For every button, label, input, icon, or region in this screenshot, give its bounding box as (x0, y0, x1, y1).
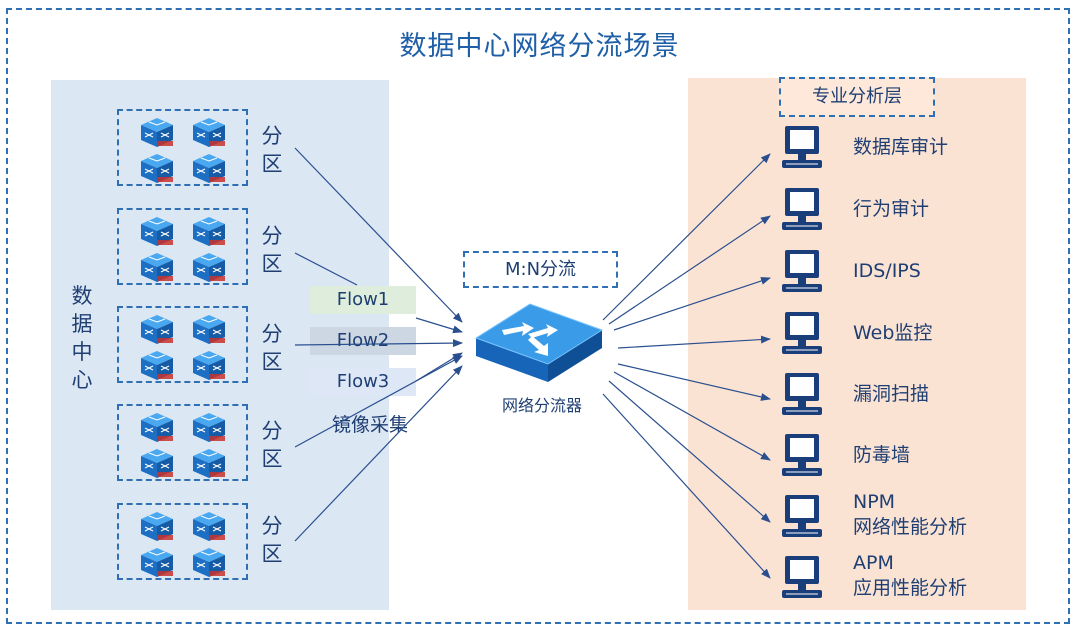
partition-char: 区 (261, 447, 283, 471)
computer-icon (779, 554, 825, 600)
analysis-tool-subname: 应用性能分析 (853, 577, 968, 599)
analysis-layer-label: 专业分析层 (779, 77, 935, 117)
partition-label: 分区 (259, 222, 285, 278)
splitter-label: 网络分流器 (501, 396, 582, 415)
analysis-tool-name: 数据库审计 (853, 136, 949, 158)
switch-cube-icon (191, 411, 227, 443)
analysis-tool-name: 行为审计 (853, 198, 930, 220)
switch-cluster (117, 404, 248, 481)
inbound-arrow (294, 339, 463, 348)
computer-icon (779, 124, 825, 170)
partition-char: 分 (261, 124, 283, 148)
analysis-tool-name: IDS/IPS (853, 260, 921, 282)
data-center-char: 心 (71, 368, 93, 392)
switch-cube-icon (139, 510, 175, 542)
analysis-tool-label: 行为审计 (853, 197, 929, 222)
switch-cluster (117, 109, 248, 186)
partition-char: 区 (261, 542, 283, 566)
analysis-tool-name: Web监控 (853, 322, 933, 344)
switch-cube-icon (191, 349, 227, 381)
inbound-arrow (294, 365, 463, 542)
computer-icon (779, 310, 825, 356)
analysis-layer-panel (688, 78, 1026, 610)
computer-icon (779, 186, 825, 232)
analysis-tool-label: Web监控 (853, 321, 932, 346)
computer-icon (779, 248, 825, 294)
switch-cluster (117, 503, 248, 580)
switch-cube-icon (139, 349, 175, 381)
switch-cube-icon (139, 116, 175, 148)
switch-cube-icon (191, 313, 227, 345)
partition-char: 分 (261, 419, 283, 443)
partition-label: 分区 (259, 320, 285, 376)
partition-label: 分区 (259, 512, 285, 568)
switch-cube-icon (139, 251, 175, 283)
partition-label: 分区 (259, 417, 285, 473)
inbound-arrow (294, 252, 358, 286)
diagram-frame (6, 8, 1070, 624)
switch-cluster (117, 306, 248, 383)
switch-cube-icon (191, 152, 227, 184)
analysis-tool-name: 防毒墙 (853, 444, 911, 466)
switch-cube-icon (191, 546, 227, 578)
inbound-arrow (415, 317, 463, 334)
switch-cube-icon (139, 411, 175, 443)
partition-label: 分区 (259, 122, 285, 178)
computer-icon (779, 371, 825, 417)
switch-cube-icon (191, 251, 227, 283)
switch-cube-icon (139, 313, 175, 345)
switch-cube-icon (139, 546, 175, 578)
partition-char: 区 (261, 152, 283, 176)
outbound-arrow (602, 393, 771, 579)
data-center-char: 据 (71, 312, 93, 336)
data-center-char: 数 (71, 284, 93, 308)
analysis-tool-label: NPM 网络性能分析 (853, 490, 967, 540)
outbound-arrow (613, 371, 771, 461)
switch-cube-icon (191, 447, 227, 479)
switch-cube-icon (191, 215, 227, 247)
computer-icon (779, 432, 825, 478)
outbound-arrow (608, 215, 771, 325)
outbound-arrow (602, 153, 771, 321)
inbound-arrow (294, 147, 463, 323)
data-center-char: 中 (71, 340, 93, 364)
flow-1-label: Flow1 (310, 286, 416, 314)
analysis-tool-label: 漏洞扫描 (853, 382, 929, 407)
switch-cluster (117, 208, 248, 285)
analysis-tool-label: 数据库审计 (853, 135, 948, 160)
network-splitter-icon (474, 303, 604, 382)
outbound-arrow (617, 363, 771, 401)
switch-cube-icon (139, 215, 175, 247)
analysis-tool-name: APM (853, 552, 894, 574)
partition-char: 分 (261, 322, 283, 346)
partition-char: 分 (261, 514, 283, 538)
diagram-title: 数据中心网络分流场景 (399, 31, 680, 62)
computer-icon (779, 493, 825, 539)
inbound-arrow (294, 355, 463, 448)
mn-split-label: M:N分流 (463, 251, 618, 288)
analysis-tool-label: APM 应用性能分析 (853, 551, 967, 601)
outbound-arrow (608, 380, 771, 523)
switch-cube-icon (139, 447, 175, 479)
partition-char: 区 (261, 350, 283, 374)
partition-char: 分 (261, 224, 283, 248)
analysis-tool-subname: 网络性能分析 (853, 516, 968, 538)
outbound-arrow (613, 277, 771, 331)
analysis-tool-label: 防毒墙 (853, 443, 910, 468)
outbound-arrow (617, 335, 771, 349)
analysis-tool-name: NPM (853, 491, 896, 513)
switch-cube-icon (139, 152, 175, 184)
switch-cube-icon (191, 116, 227, 148)
data-center-label: 数 据 中 心 (68, 282, 96, 394)
switch-cube-icon (191, 510, 227, 542)
analysis-tool-label: IDS/IPS (853, 259, 921, 284)
partition-char: 区 (261, 252, 283, 276)
mirror-capture-label: 镜像采集 (332, 414, 409, 436)
flow-2-label: Flow2 (310, 327, 416, 355)
analysis-tool-name: 漏洞扫描 (853, 383, 930, 405)
